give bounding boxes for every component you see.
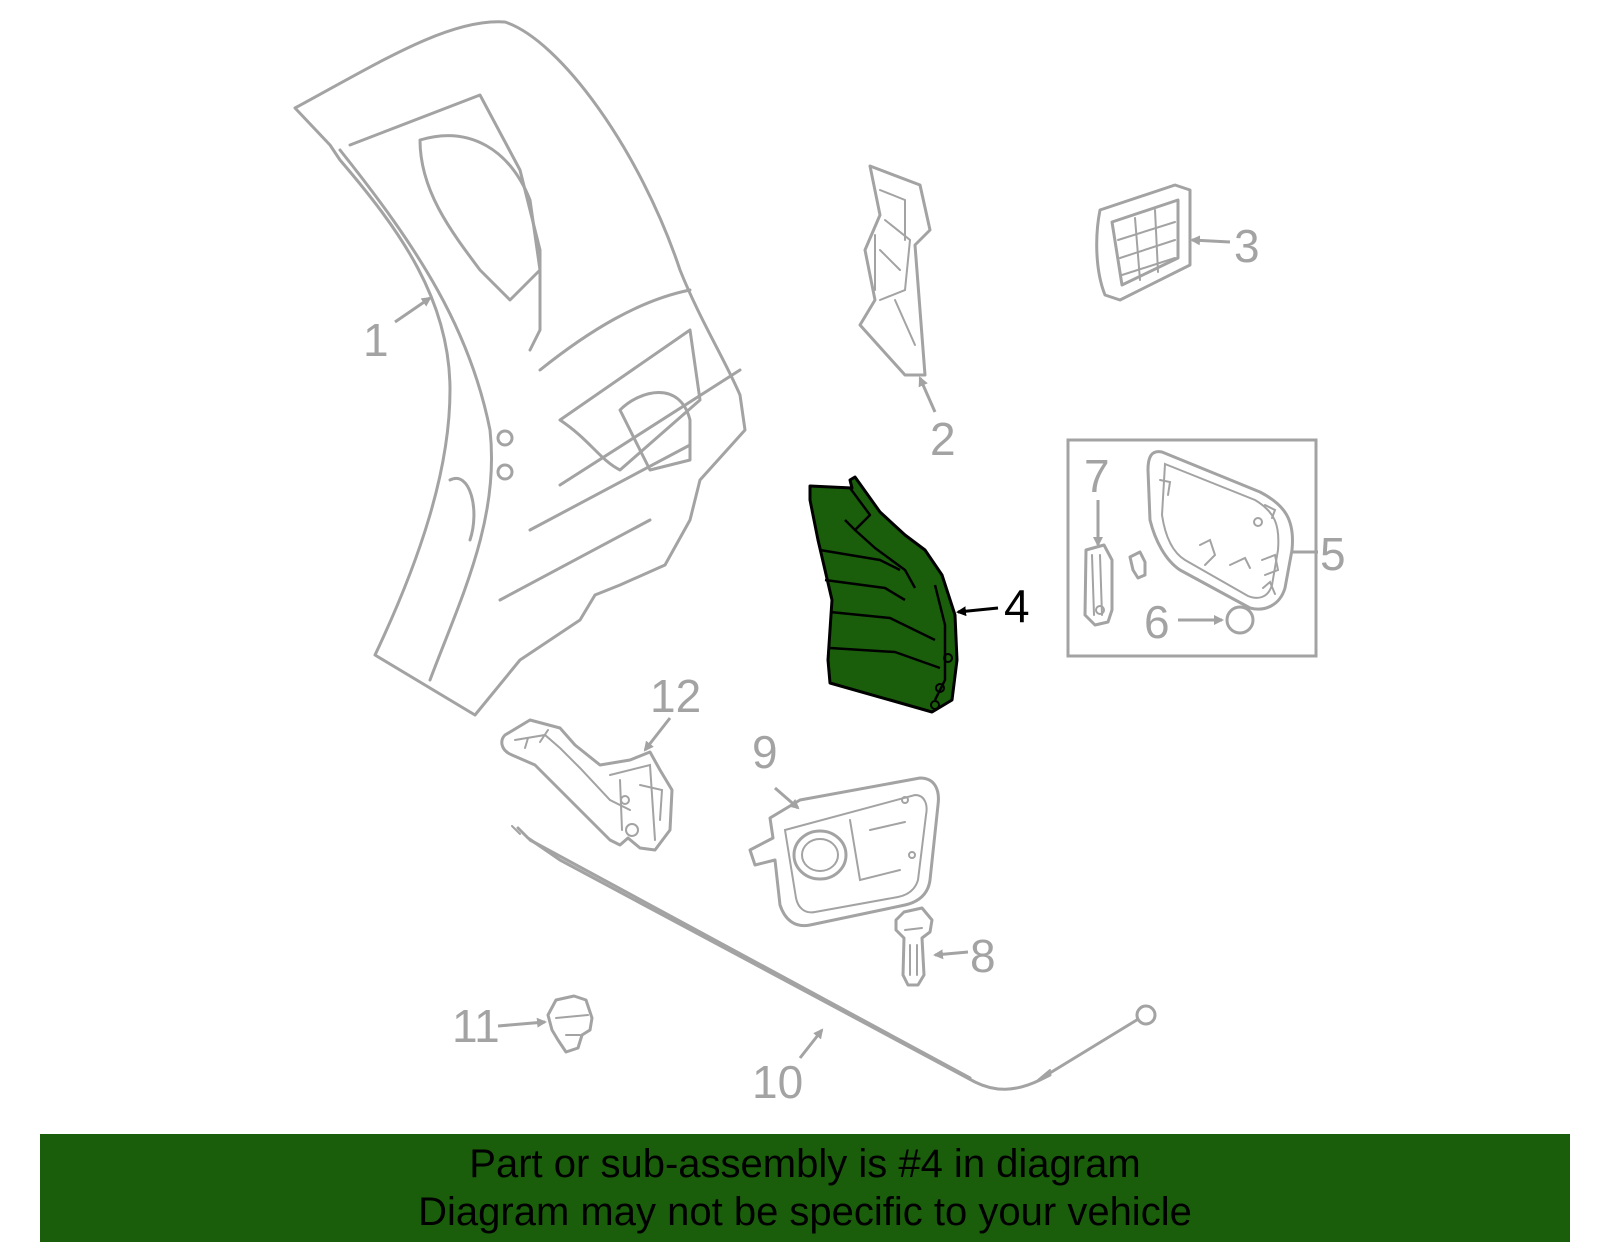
callout-10: 10 — [752, 1056, 803, 1108]
part-7-hinge — [1083, 543, 1147, 627]
part-5-fuel-door — [1146, 450, 1295, 611]
part-6-grommet — [1225, 605, 1255, 635]
callout-1: 1 — [363, 314, 389, 366]
part-2-bracket — [858, 164, 932, 377]
part-8-plunger — [894, 906, 934, 987]
part-3-vent-grille — [1095, 183, 1192, 302]
part-5-box-group — [1066, 438, 1318, 658]
callout-7: 7 — [1084, 450, 1110, 502]
leader-line-8 — [933, 949, 969, 960]
callout-12: 12 — [650, 670, 701, 722]
part-11-clip — [546, 994, 594, 1054]
banner-line-part-number: Part or sub-assembly is #4 in diagram — [469, 1142, 1141, 1186]
callout-2: 2 — [930, 413, 956, 465]
leader-line-1 — [394, 296, 432, 324]
callout-11: 11 — [452, 1000, 500, 1052]
leader-line-9 — [774, 786, 800, 810]
callout-3: 3 — [1234, 220, 1260, 272]
callout-9: 9 — [752, 726, 778, 778]
part-9-filler-pocket — [748, 776, 940, 928]
leader-line-2 — [918, 376, 937, 413]
part-12-actuator — [500, 718, 674, 852]
leader-line-12 — [643, 717, 672, 752]
banner-line-disclaimer: Diagram may not be specific to your vehi… — [418, 1190, 1192, 1234]
leader-line-4 — [956, 606, 999, 617]
part-1-quarter-panel — [293, 20, 747, 717]
callout-6: 6 — [1144, 596, 1170, 648]
info-banner: Part or sub-assembly is #4 in diagram Di… — [40, 1134, 1570, 1242]
part-10-release-cable — [511, 825, 1157, 1091]
sub-assembly-box — [1066, 438, 1318, 658]
callout-8: 8 — [970, 930, 996, 982]
callout-4: 4 — [1004, 580, 1030, 632]
callout-5: 5 — [1320, 528, 1346, 580]
part-4-fuel-door-housing — [808, 475, 959, 714]
leader-line-10 — [798, 1028, 824, 1059]
leader-line-3 — [1190, 235, 1231, 246]
leader-line-11 — [497, 1017, 547, 1028]
